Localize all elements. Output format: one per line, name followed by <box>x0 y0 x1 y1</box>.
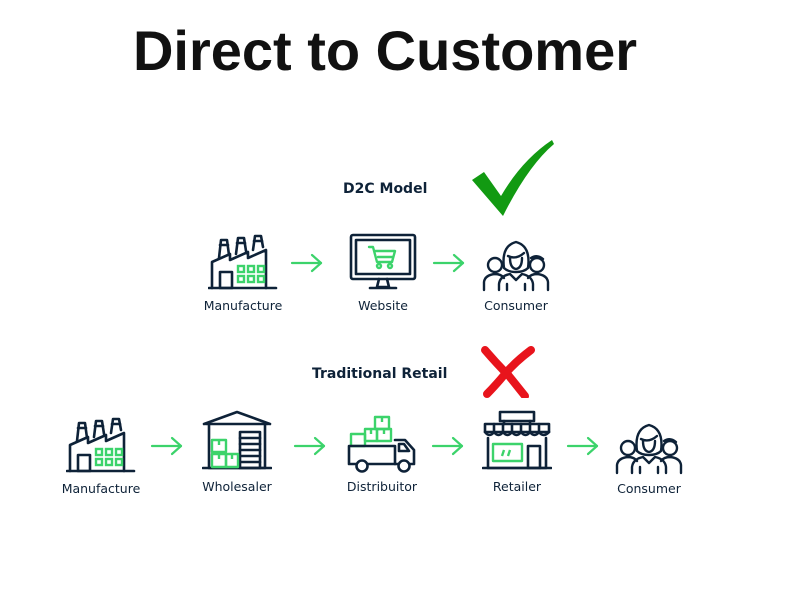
retail-step-label: Retailer <box>492 479 542 494</box>
page-title: Direct to Customer <box>132 19 638 82</box>
traditional-heading: Traditional Retail <box>312 366 448 382</box>
factory-icon <box>208 232 278 292</box>
retail-step-manufacture: Manufacture <box>36 415 166 496</box>
retail-step-label: Consumer <box>617 481 681 496</box>
storefront-icon <box>482 405 552 475</box>
retail-step-consumer: Consumer <box>584 415 714 496</box>
retail-step-label: Wholesaler <box>202 479 272 494</box>
d2c-step-label: Manufacture <box>203 298 283 313</box>
d2c-step-website: Website <box>318 232 448 313</box>
delivery-truck-icon <box>347 413 417 475</box>
retail-step-label: Manufacture <box>61 481 141 496</box>
d2c-step-label: Consumer <box>484 298 548 313</box>
retail-step-distributor: Distribuitor <box>317 413 447 494</box>
monitor-cart-icon <box>348 232 418 292</box>
people-group-icon <box>614 415 684 475</box>
d2c-step-label: Website <box>358 298 408 313</box>
warehouse-icon <box>202 405 272 475</box>
d2c-step-consumer: Consumer <box>451 232 581 313</box>
people-group-icon <box>481 232 551 292</box>
factory-icon <box>66 415 136 475</box>
retail-step-label: Distribuitor <box>346 479 418 494</box>
retail-step-wholesaler: Wholesaler <box>172 405 302 494</box>
cross-icon <box>481 346 535 398</box>
retail-step-retailer: Retailer <box>452 405 582 494</box>
d2c-step-manufacture: Manufacture <box>178 232 308 313</box>
check-icon <box>472 140 554 216</box>
d2c-heading: D2C Model <box>343 181 428 197</box>
